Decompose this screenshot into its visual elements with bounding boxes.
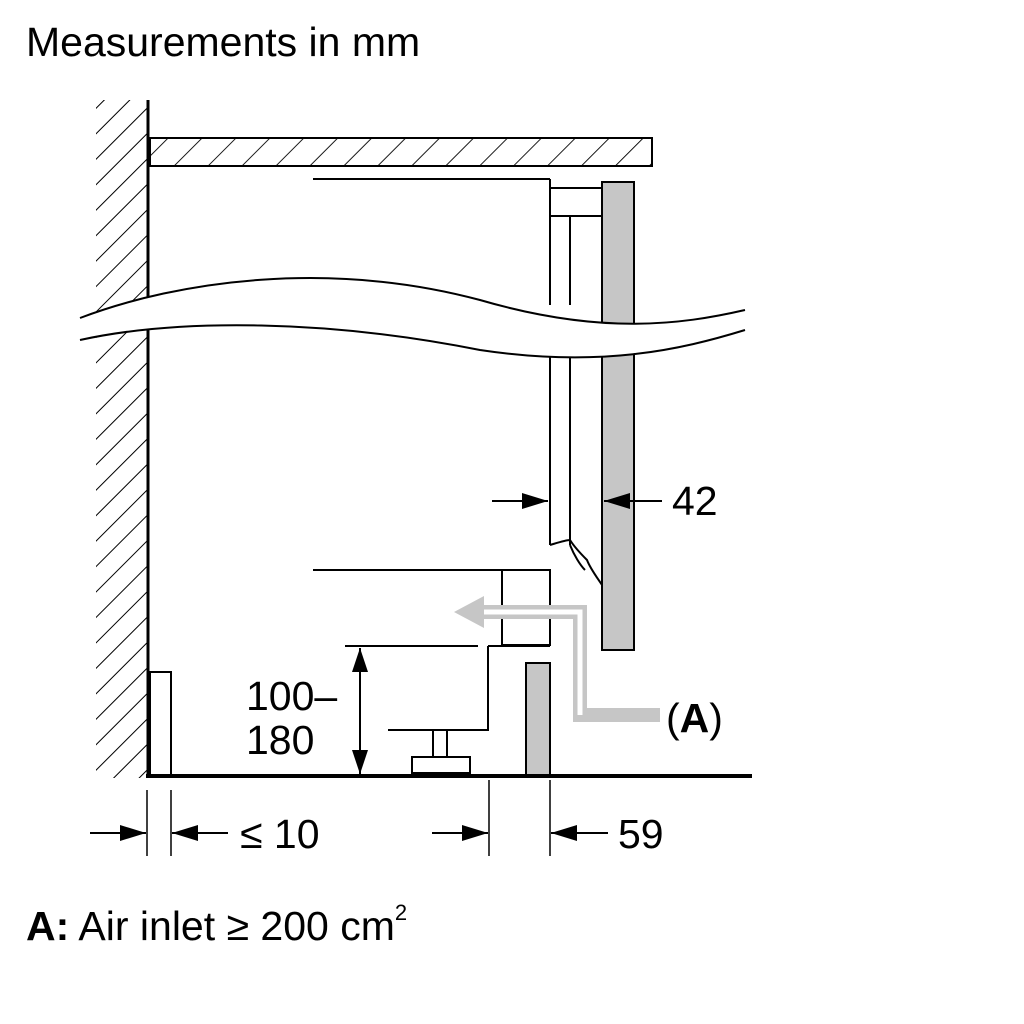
dimension-label-42: 42 bbox=[672, 478, 718, 524]
plinth-panel bbox=[525, 662, 551, 777]
dimension-label-59: 59 bbox=[618, 811, 664, 857]
side-strip bbox=[149, 671, 172, 777]
break-line bbox=[79, 277, 746, 359]
cabinet-top-panel bbox=[149, 137, 653, 167]
side-wall bbox=[96, 100, 150, 778]
dimension-42 bbox=[492, 493, 662, 509]
legend: A: Air inlet ≥ 200 cm2 bbox=[26, 902, 407, 947]
dimension-label-height-line1: 100– bbox=[246, 673, 338, 719]
dimension-label-side-gap: ≤ 10 bbox=[240, 811, 320, 857]
dimension-plinth-height bbox=[352, 648, 368, 774]
legend-superscript: 2 bbox=[394, 900, 408, 925]
callout-letter: A bbox=[679, 695, 710, 741]
legend-text: Air inlet ≥ 200 cm bbox=[78, 903, 395, 949]
appliance-body bbox=[313, 178, 603, 586]
legend-key: A: bbox=[26, 903, 70, 949]
adjustable-foot bbox=[411, 729, 471, 774]
page-title: Measurements in mm bbox=[26, 19, 421, 65]
dimension-label-height-line2: 180 bbox=[246, 717, 315, 763]
callout-open: ( bbox=[666, 695, 680, 741]
appliance-base bbox=[313, 569, 551, 731]
furniture-door bbox=[601, 181, 635, 651]
airflow-arrow bbox=[454, 596, 660, 722]
dimension-bottom bbox=[90, 780, 608, 856]
callout-a: (A) bbox=[666, 698, 723, 739]
callout-close: ) bbox=[709, 695, 723, 741]
